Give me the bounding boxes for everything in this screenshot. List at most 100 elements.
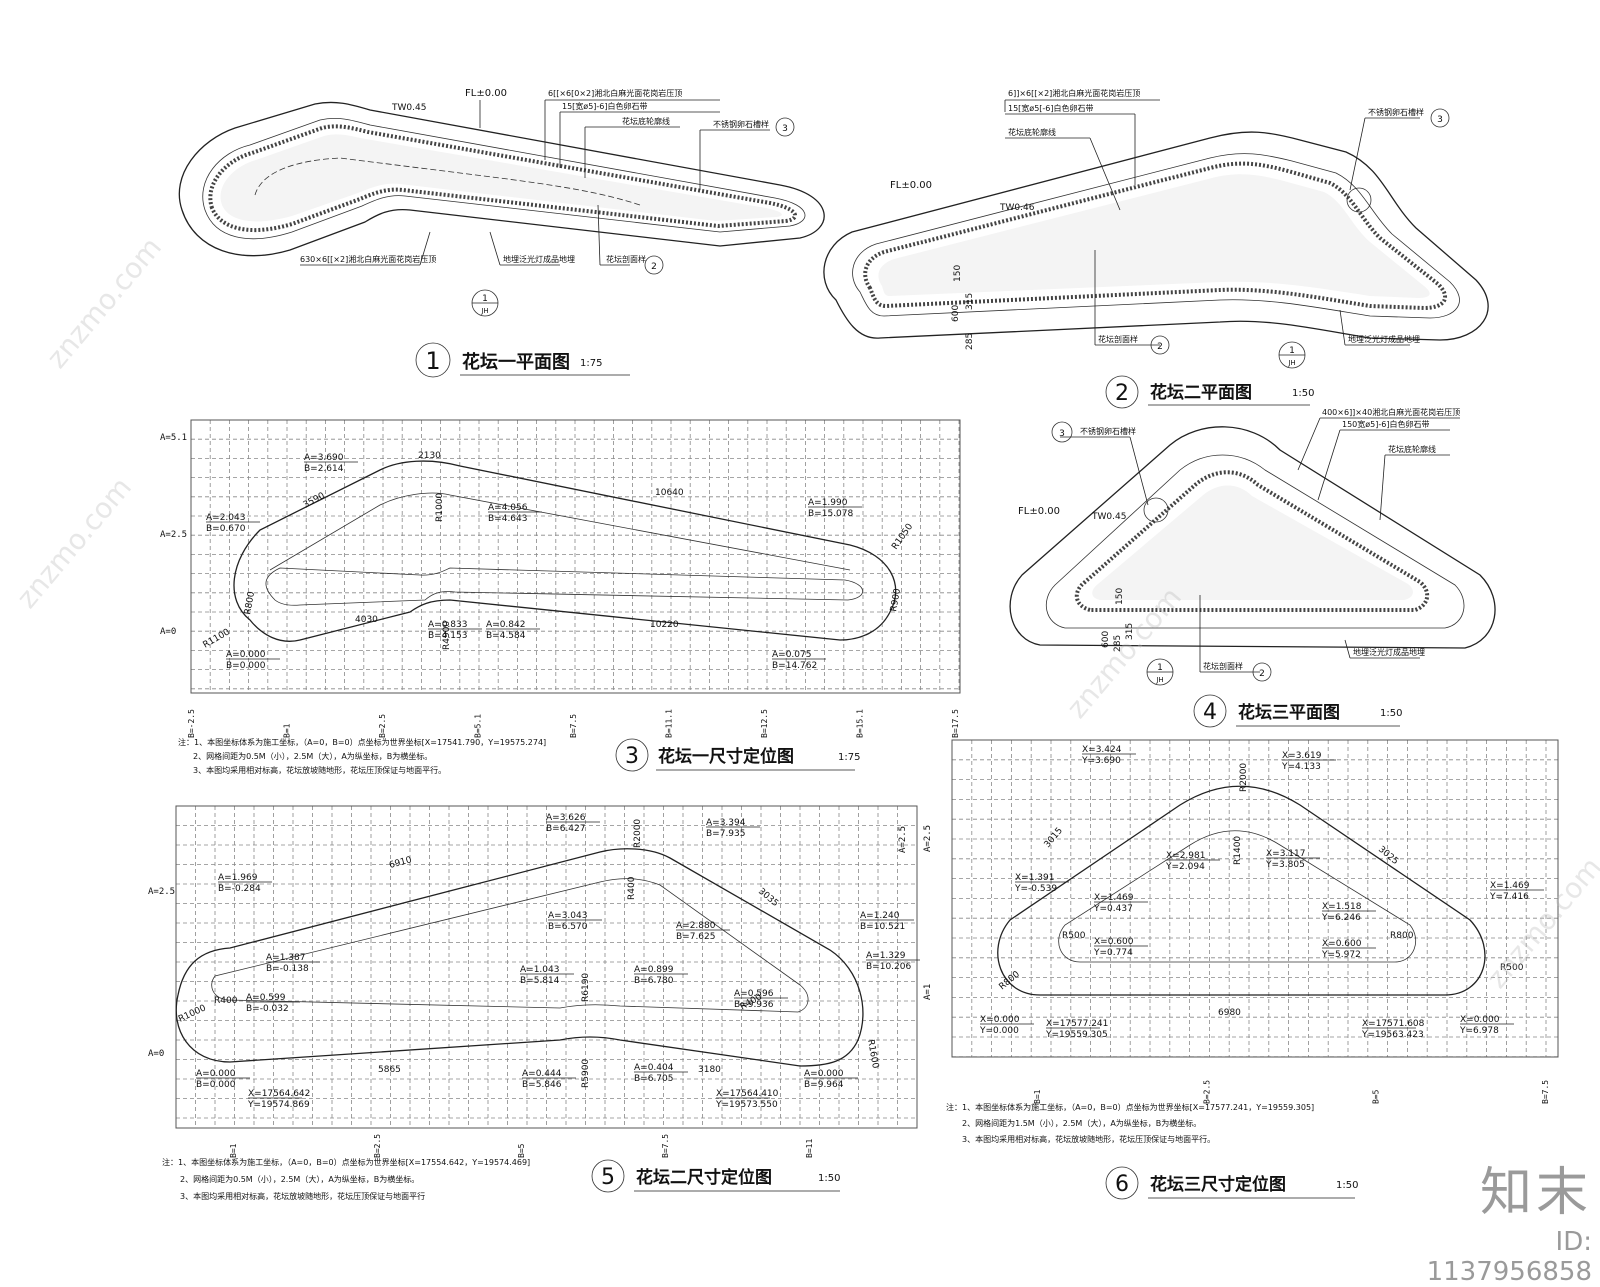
coordinate-label: A=1.043: [520, 965, 559, 975]
svg-text:A=2.5: A=2.5: [160, 530, 187, 540]
svg-text:A=0: A=0: [160, 627, 176, 637]
view-2-number: 2: [1115, 381, 1129, 406]
view-3-title: 花坛一尺寸定位图: [658, 746, 794, 767]
grid-5-coordinates: A=3.626B=6.427A=3.394B=7.935A=1.969B=-0.…: [196, 813, 920, 1110]
coordinate-label: A=0.075: [772, 650, 811, 660]
coordinate-label: B=0.000: [196, 1080, 236, 1090]
coordinate-label: Y=-0.539: [1014, 884, 1057, 894]
dimension-label: R400: [214, 996, 238, 1006]
dimension-label: 10220: [650, 620, 679, 630]
view-1-title: 花坛一平面图: [462, 351, 570, 373]
coordinate-label: Y=3.690: [1081, 756, 1121, 766]
dimension-label: 3015: [1043, 826, 1065, 850]
svg-text:150: 150: [1115, 588, 1125, 605]
coordinate-label: X=1.518: [1322, 902, 1362, 912]
coordinate-label: B=9.936: [734, 1000, 774, 1010]
b-axis-label: B=12.5: [760, 709, 769, 738]
coordinate-label: X=17577.241: [1046, 1019, 1108, 1029]
svg-text:6]]×6[[×2]湘北白麻光面花岗岩压顶: 6]]×6[[×2]湘北白麻光面花岗岩压顶: [1008, 88, 1140, 98]
coordinate-label: A=0.899: [634, 965, 674, 975]
dimension-label: R2000: [633, 819, 643, 848]
dimension-label: 3035: [756, 887, 780, 909]
coordinate-label: X=0.000: [1460, 1015, 1500, 1025]
b-axis-label: B=11: [805, 1139, 814, 1158]
coordinate-label: Y=3.805: [1265, 860, 1305, 870]
coordinate-label: B=2.614: [304, 464, 344, 474]
dimension-label: 6910: [388, 855, 413, 871]
plan-1-label-steel: 不锈钢卵石槽样: [713, 119, 769, 129]
dimension-label: 4030: [355, 615, 378, 625]
dimension-label: 2130: [418, 451, 441, 461]
dimension-label: R1100: [202, 627, 232, 650]
b-axis-label: B=7.5: [1541, 1080, 1550, 1104]
dimension-label: 3180: [698, 1065, 721, 1075]
grid-5-note-2: 2、网格间距为0.5M（小），2.5M（大），A为纵坐标，B为横坐标。: [180, 1174, 419, 1184]
svg-text:285: 285: [1113, 635, 1123, 652]
dimension-label: R500: [1500, 963, 1524, 973]
svg-text:znzmo.com: znzmo.com: [40, 231, 168, 375]
grid-6-note-1: 注：1、本图坐标体系为施工坐标，（A=0，B=0）点坐标为世界坐标[X=1757…: [946, 1102, 1314, 1112]
grid-5-outer-edge: [175, 848, 864, 1067]
view-5-title: 花坛二尺寸定位图: [636, 1167, 772, 1188]
drawing-id: ID: 1137956858: [1426, 1227, 1592, 1287]
grid-5-inner-edge: [211, 878, 809, 1013]
plan-2-pebble-band: [863, 161, 1447, 311]
plan-1-label-pebble: 15[宽ø5]-6]白色卵石带: [562, 101, 648, 111]
coordinate-label: Y=19574.869: [247, 1100, 310, 1110]
grid-6-lines: [951, 739, 1558, 1058]
dimension-label: R900: [889, 587, 903, 612]
svg-text:3: 3: [1059, 429, 1065, 439]
coordinate-label: B=0.670: [206, 524, 246, 534]
plan-1-pebble-band: [208, 124, 797, 232]
coordinate-label: A=1.240: [860, 911, 900, 921]
b-axis-label: B=7.5: [569, 714, 578, 738]
svg-text:1: 1: [482, 294, 488, 304]
grid-6-note-2: 2、网格间距为1.5M（小），2.5M（大），A为纵坐标，B为横坐标。: [962, 1118, 1201, 1128]
plan-1-label-coping-2: 630×6[[×2]湘北白麻光面花岗岩压顶: [300, 254, 436, 264]
plan-4-top-wall-level: TW0.45: [1091, 512, 1126, 522]
dimension-label: R4900: [442, 621, 452, 650]
svg-text:不锈钢卵石槽样: 不锈钢卵石槽样: [1080, 426, 1136, 436]
b-axis-label: B=5: [1372, 1089, 1381, 1104]
dimension-label: 3025: [1376, 845, 1400, 867]
view-3-scale: 1:75: [838, 752, 860, 763]
svg-text:150: 150: [953, 265, 963, 282]
coordinate-label: Y=19559.305: [1045, 1030, 1108, 1040]
svg-text:花坛剖面样: 花坛剖面样: [1098, 334, 1138, 344]
coordinate-label: B=4.153: [428, 631, 467, 641]
svg-text:3: 3: [1437, 115, 1443, 125]
svg-text:A=2.5: A=2.5: [923, 825, 933, 852]
coordinate-label: Y=2.094: [1165, 862, 1205, 872]
coordinate-label: X=17564.410: [716, 1089, 779, 1099]
grid-3-note-3: 3、本图均采用相对标高，花坛放坡随地形，花坛压顶保证与地面平行。: [193, 765, 446, 775]
coordinate-label: X=3.619: [1282, 751, 1322, 761]
dimension-label: R6190: [581, 973, 591, 1002]
coordinate-label: A=0.596: [734, 989, 774, 999]
coordinate-label: B=-0.284: [218, 884, 261, 894]
coordinate-label: A=1.329: [866, 951, 906, 961]
plan-4-pebble-band: [1074, 470, 1430, 612]
coordinate-label: B=10.521: [860, 922, 905, 932]
view-6-title: 花坛三尺寸定位图: [1150, 1174, 1286, 1195]
view-2-scale: 1:50: [1292, 388, 1314, 399]
coordinate-label: Y=6.246: [1321, 913, 1361, 923]
grid-3-outer-edge: [233, 460, 897, 642]
svg-text:花坛剖面样: 花坛剖面样: [1203, 661, 1243, 671]
coordinate-label: X=1.469: [1094, 893, 1134, 903]
coordinate-label: A=0.000: [226, 650, 266, 660]
coordinate-label: Y=7.416: [1489, 892, 1529, 902]
plan-1-ref-3: 3: [782, 124, 788, 134]
grid-6-note-3: 3、本图均采用相对标高，花坛放坡随地形，花坛压顶保证与地面平行。: [962, 1134, 1215, 1144]
coordinate-label: X=1.469: [1490, 881, 1530, 891]
coordinate-label: B=7.625: [676, 932, 715, 942]
dimension-label: R800: [998, 969, 1023, 992]
coordinate-label: Y=5.972: [1321, 950, 1361, 960]
coordinate-label: A=0.842: [486, 620, 525, 630]
dimension-label: 6980: [1218, 1008, 1241, 1018]
svg-text:15[宽ø5[-6]白色卵石带: 15[宽ø5[-6]白色卵石带: [1008, 103, 1094, 113]
grid-5-note-3: 3、本图均采用相对标高，花坛放坡随地形，花坛压顶保证与地面平行: [180, 1191, 425, 1201]
